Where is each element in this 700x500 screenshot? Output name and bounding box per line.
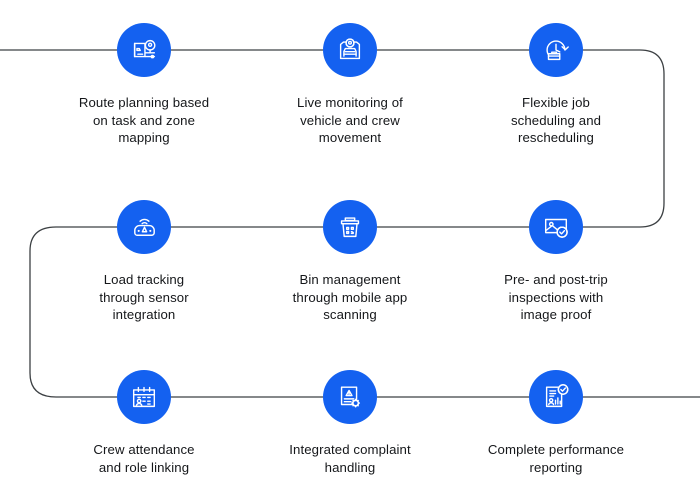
image-check-proof-icon <box>541 212 571 242</box>
bin-qr-scan-icon <box>335 212 365 242</box>
flow-node-2-caption: Live monitoring of vehicle and crew move… <box>297 95 403 145</box>
flow-node-9[interactable]: Complete performance reporting <box>453 370 659 476</box>
flow-node-7-badge[interactable] <box>117 370 171 424</box>
flow-node-7[interactable]: Crew attendance and role linking <box>41 370 247 476</box>
flow-node-1[interactable]: Route planning based on task and zone ma… <box>41 23 247 147</box>
flow-node-3-caption: Flexible job scheduling and rescheduling <box>510 95 602 145</box>
flow-node-6[interactable]: Pre- and post-trip inspections with imag… <box>453 200 659 324</box>
flow-node-3-badge[interactable] <box>529 23 583 77</box>
vehicle-location-pin-icon <box>335 35 365 65</box>
flow-node-7-caption: Crew attendance and role linking <box>93 442 195 475</box>
flow-node-9-caption: Complete performance reporting <box>487 442 625 475</box>
calendar-person-attendance-icon <box>129 382 159 412</box>
flow-node-6-caption: Pre- and post-trip inspections with imag… <box>504 272 608 322</box>
clock-briefcase-schedule-icon <box>541 35 571 65</box>
flow-node-5-badge[interactable] <box>323 200 377 254</box>
flow-node-8[interactable]: Integrated complaint handling <box>247 370 453 476</box>
flow-node-4-caption: Load tracking through sensor integration <box>99 272 189 322</box>
flow-node-4-badge[interactable] <box>117 200 171 254</box>
flow-node-6-badge[interactable] <box>529 200 583 254</box>
flow-node-2-badge[interactable] <box>323 23 377 77</box>
flow-node-5-caption: Bin management through mobile app scanni… <box>292 272 408 322</box>
flow-node-8-badge[interactable] <box>323 370 377 424</box>
flow-node-5[interactable]: Bin management through mobile app scanni… <box>247 200 453 324</box>
report-chart-check-icon <box>541 382 571 412</box>
flow-node-9-badge[interactable] <box>529 370 583 424</box>
flow-node-1-caption: Route planning based on task and zone ma… <box>78 95 210 145</box>
flow-node-2[interactable]: Live monitoring of vehicle and crew move… <box>247 23 453 147</box>
flow-node-8-caption: Integrated complaint handling <box>289 442 411 475</box>
document-alert-gear-icon <box>335 382 365 412</box>
flow-node-3[interactable]: Flexible job scheduling and rescheduling <box>453 23 659 147</box>
route-map-pin-icon <box>129 35 159 65</box>
flow-node-1-badge[interactable] <box>117 23 171 77</box>
truck-sensor-signal-icon <box>129 212 160 243</box>
flow-node-4[interactable]: Load tracking through sensor integration <box>41 200 247 324</box>
